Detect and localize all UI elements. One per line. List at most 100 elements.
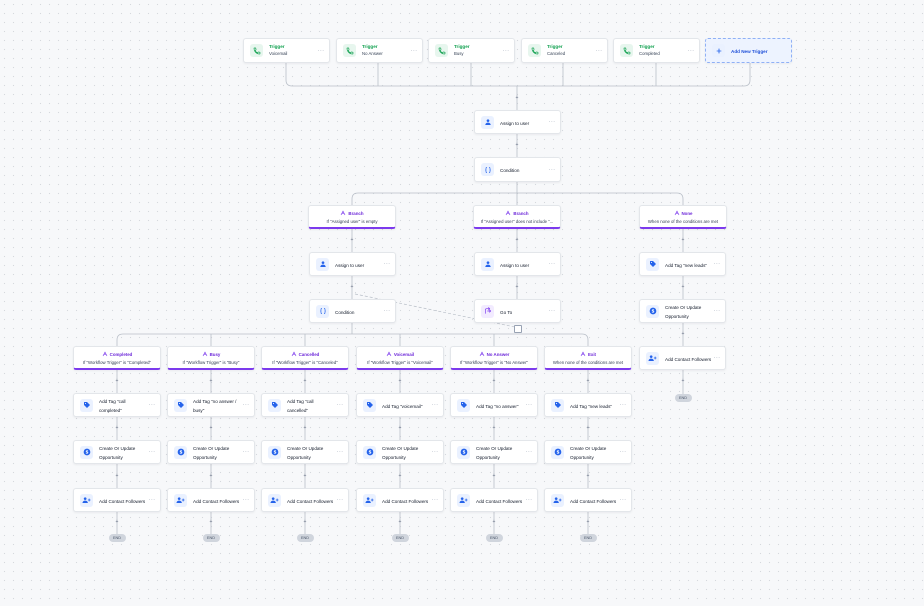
col2-goto-step[interactable]: Go To ··· — [474, 299, 561, 323]
sub-branch-5[interactable]: Exit When none of the conditions are met — [544, 346, 632, 370]
add-step-button[interactable]: + — [115, 377, 119, 384]
more-options-icon[interactable]: ··· — [148, 449, 156, 455]
sub-branch-3[interactable]: Voicemail If "Workflow Trigger" is "Voic… — [356, 346, 444, 370]
add-step-button[interactable]: + — [681, 283, 685, 290]
more-options-icon[interactable]: ··· — [317, 47, 325, 54]
goto-link-badge[interactable] — [514, 325, 522, 333]
more-options-icon[interactable]: ··· — [525, 497, 533, 503]
add-step-button[interactable]: + — [492, 377, 496, 384]
add-step-button[interactable]: + — [681, 330, 685, 337]
add-step-button[interactable]: + — [350, 283, 354, 290]
add-step-button[interactable]: + — [515, 94, 519, 101]
add-step-button[interactable]: + — [303, 424, 307, 431]
add-step-button[interactable]: + — [492, 518, 496, 525]
sub-followers-step-3[interactable]: Add Contact Followers ··· — [356, 488, 444, 512]
sub-followers-step-0[interactable]: Add Contact Followers ··· — [73, 488, 161, 512]
sub-followers-step-1[interactable]: Add Contact Followers ··· — [167, 488, 255, 512]
sub-opportunity-step-3[interactable]: $ Create Or Update Opportunity ··· — [356, 440, 444, 464]
add-step-button[interactable]: + — [209, 377, 213, 384]
add-new-trigger-button[interactable]: Add New Trigger — [705, 38, 792, 63]
more-options-icon[interactable]: ··· — [242, 449, 250, 455]
more-options-icon[interactable]: ··· — [383, 261, 391, 267]
add-step-button[interactable]: + — [586, 518, 590, 525]
add-step-button[interactable]: + — [586, 472, 590, 479]
sub-opportunity-step-4[interactable]: $ Create Or Update Opportunity ··· — [450, 440, 538, 464]
branch-assigned-empty[interactable]: Branch If "Assigned user" is empty — [308, 205, 396, 229]
more-options-icon[interactable]: ··· — [242, 497, 250, 503]
more-options-icon[interactable]: ··· — [431, 402, 439, 408]
sub-branch-2[interactable]: Cancelled If "Workflow Trigger" is "Canc… — [261, 346, 349, 370]
add-step-button[interactable]: + — [398, 518, 402, 525]
assign-to-user-step[interactable]: Assign to user ··· — [474, 110, 561, 134]
sub-opportunity-step-0[interactable]: $ Create Or Update Opportunity ··· — [73, 440, 161, 464]
sub-followers-step-4[interactable]: Add Contact Followers ··· — [450, 488, 538, 512]
col3-opportunity-step[interactable]: $ Create Or Update Opportunity ··· — [639, 299, 726, 323]
branch-none[interactable]: None When none of the conditions are met — [639, 205, 727, 229]
sub-branch-4[interactable]: No Answer If "Workflow Trigger" is "No A… — [450, 346, 538, 370]
more-options-icon[interactable]: ··· — [336, 402, 344, 408]
more-options-icon[interactable]: ··· — [502, 47, 510, 54]
add-step-button[interactable]: + — [398, 424, 402, 431]
sub-followers-step-2[interactable]: Add Contact Followers ··· — [261, 488, 349, 512]
add-step-button[interactable]: + — [492, 424, 496, 431]
col3-followers-step[interactable]: Add Contact Followers ··· — [639, 346, 726, 370]
more-options-icon[interactable]: ··· — [383, 308, 391, 314]
more-options-icon[interactable]: ··· — [148, 402, 156, 408]
col2-assign-step[interactable]: Assign to user ··· — [474, 252, 561, 276]
add-step-button[interactable]: + — [303, 377, 307, 384]
more-options-icon[interactable]: ··· — [336, 449, 344, 455]
more-options-icon[interactable]: ··· — [242, 402, 250, 408]
add-step-button[interactable]: + — [209, 472, 213, 479]
sub-tag-step-2[interactable]: Add Tag "call cancelled" ··· — [261, 393, 349, 417]
sub-tag-step-0[interactable]: Add Tag "call completed" ··· — [73, 393, 161, 417]
sub-branch-0[interactable]: Completed If "Workflow Trigger" is "Comp… — [73, 346, 161, 370]
more-options-icon[interactable]: ··· — [687, 47, 695, 54]
col1-condition-step[interactable]: Condition ··· — [309, 299, 396, 323]
add-step-button[interactable]: + — [115, 518, 119, 525]
add-step-button[interactable]: + — [398, 377, 402, 384]
sub-opportunity-step-2[interactable]: $ Create Or Update Opportunity ··· — [261, 440, 349, 464]
add-step-button[interactable]: + — [115, 472, 119, 479]
add-step-button[interactable]: + — [303, 472, 307, 479]
more-options-icon[interactable]: ··· — [548, 166, 556, 173]
add-step-button[interactable]: + — [681, 377, 685, 384]
more-options-icon[interactable]: ··· — [431, 497, 439, 503]
more-options-icon[interactable]: ··· — [548, 308, 556, 314]
more-options-icon[interactable]: ··· — [548, 119, 556, 125]
add-step-button[interactable]: + — [586, 377, 590, 384]
add-step-button[interactable]: + — [209, 424, 213, 431]
add-step-button[interactable]: + — [398, 472, 402, 479]
more-options-icon[interactable]: ··· — [713, 261, 721, 267]
condition-step[interactable]: Condition ··· — [474, 157, 561, 182]
more-options-icon[interactable]: ··· — [713, 308, 721, 314]
add-step-button[interactable]: + — [303, 518, 307, 525]
sub-tag-step-1[interactable]: Add Tag "no answer / busy" ··· — [167, 393, 255, 417]
add-step-button[interactable]: + — [209, 518, 213, 525]
add-step-button[interactable]: + — [515, 283, 519, 290]
add-step-button[interactable]: + — [681, 236, 685, 243]
sub-tag-step-4[interactable]: Add Tag "no answer" ··· — [450, 393, 538, 417]
more-options-icon[interactable]: ··· — [595, 47, 603, 54]
add-step-button[interactable]: + — [115, 424, 119, 431]
more-options-icon[interactable]: ··· — [431, 449, 439, 455]
sub-opportunity-step-1[interactable]: $ Create Or Update Opportunity ··· — [167, 440, 255, 464]
col1-assign-step[interactable]: Assign to user ··· — [309, 252, 396, 276]
branch-assigned-not-include[interactable]: Branch If "Assigned user" does not inclu… — [473, 205, 561, 229]
sub-tag-step-3[interactable]: Add Tag "voicemail" ··· — [356, 393, 444, 417]
sub-tag-step-5[interactable]: Add Tag "new leads" ··· — [544, 393, 632, 417]
add-step-button[interactable]: + — [515, 141, 519, 148]
more-options-icon[interactable]: ··· — [619, 497, 627, 503]
more-options-icon[interactable]: ··· — [619, 402, 627, 408]
more-options-icon[interactable]: ··· — [525, 449, 533, 455]
more-options-icon[interactable]: ··· — [619, 449, 627, 455]
more-options-icon[interactable]: ··· — [713, 355, 721, 361]
sub-followers-step-5[interactable]: Add Contact Followers ··· — [544, 488, 632, 512]
more-options-icon[interactable]: ··· — [336, 497, 344, 503]
add-step-button[interactable]: + — [586, 424, 590, 431]
col3-tag-step[interactable]: Add Tag "new leads" ··· — [639, 252, 726, 276]
add-step-button[interactable]: + — [515, 236, 519, 243]
